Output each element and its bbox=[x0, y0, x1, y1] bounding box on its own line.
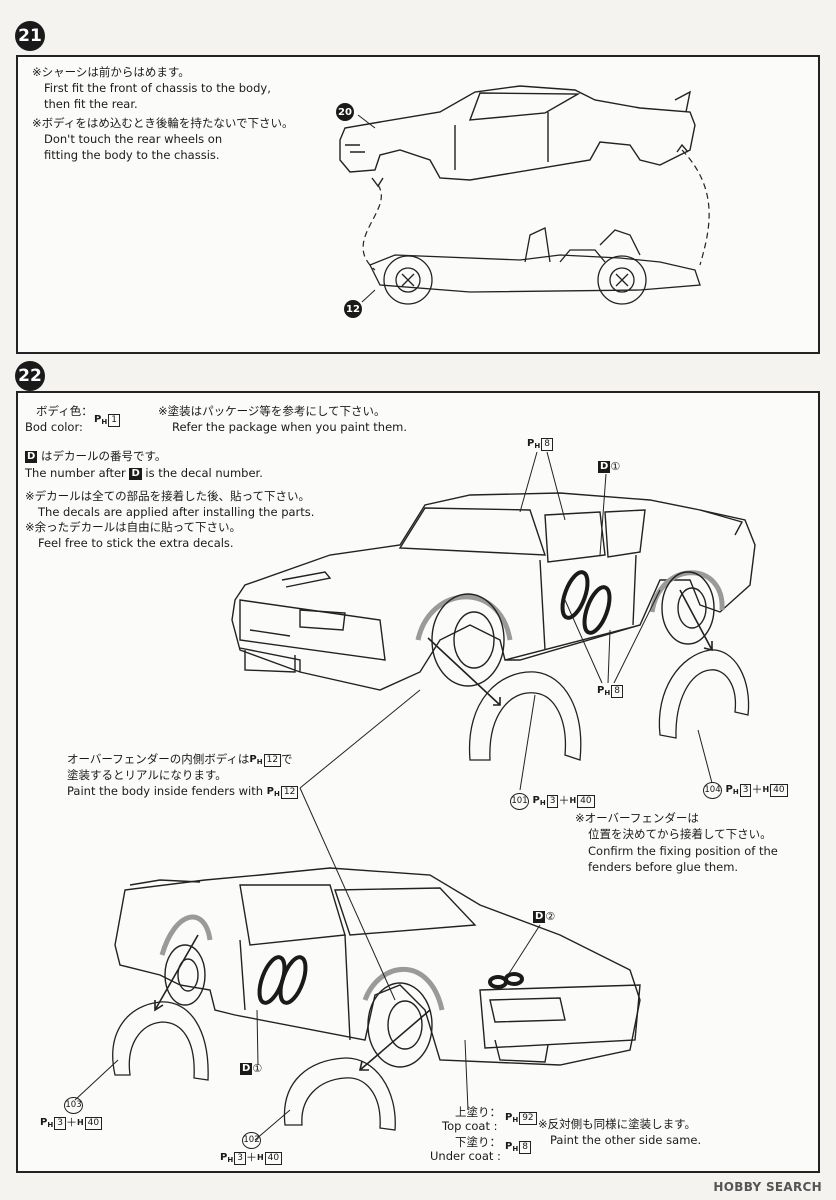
fender-fix-en2: fenders before glue them. bbox=[588, 860, 739, 874]
chassis-outline bbox=[369, 254, 701, 293]
apply-note-en: The decals are applied after installing … bbox=[38, 505, 315, 519]
fender-104 bbox=[658, 649, 750, 739]
rear-wheel bbox=[597, 255, 647, 305]
part-20-callout: 20 bbox=[336, 103, 354, 121]
step21-note1-jp: ※シャーシは前からはめます。 bbox=[32, 65, 190, 79]
body-color-jp: ボディ色： bbox=[36, 404, 93, 418]
decal-note-en: The number after D is the decal number. bbox=[25, 466, 263, 480]
paint-note-en: Refer the package when you paint them. bbox=[172, 420, 408, 434]
top-coat-jp: 上塗り： bbox=[455, 1105, 501, 1119]
lower-car-body bbox=[114, 867, 641, 1066]
other-side-en: Paint the other side same. bbox=[550, 1133, 702, 1147]
step21-note2-en1: Don't touch the rear wheels on bbox=[44, 132, 223, 146]
fender-fix-jp1: ※オーバーフェンダーは bbox=[575, 811, 699, 825]
decal-note-jp: D はデカールの番号です。 bbox=[25, 449, 167, 463]
step-21-badge: 21 bbox=[15, 21, 45, 51]
fender-fix-jp2: 位置を決めてから接着して下さい。 bbox=[588, 827, 772, 841]
step-22-panel bbox=[16, 391, 820, 1173]
front-wheel bbox=[383, 255, 433, 305]
car-body-profile bbox=[339, 85, 696, 181]
apply-note-jp: ※デカールは全ての部品を接着した後、貼って下さい。 bbox=[25, 489, 311, 503]
under-coat-en: Under coat : bbox=[430, 1149, 501, 1163]
step-number: 22 bbox=[18, 366, 42, 386]
step-number: 21 bbox=[18, 26, 42, 46]
top-coat-en: Top coat : bbox=[442, 1119, 498, 1133]
under-coat-jp: 下塗り： bbox=[455, 1135, 501, 1149]
extra-note-en: Feel free to stick the extra decals. bbox=[38, 536, 234, 550]
body-color-en: Bod color: bbox=[25, 420, 83, 434]
fender-101 bbox=[468, 671, 582, 761]
upper-car-body bbox=[231, 492, 756, 691]
step-21-panel bbox=[16, 55, 820, 354]
step21-note1-en2: then fit the rear. bbox=[44, 97, 138, 111]
fender-fix-en1: Confirm the fixing position of the bbox=[588, 844, 778, 858]
paint-note-jp: ※塗装はパッケージ等を参考にして下さい。 bbox=[158, 404, 386, 418]
watermark: HOBBY SEARCH bbox=[713, 1180, 822, 1194]
other-side-jp: ※反対側も同様に塗装します。 bbox=[538, 1117, 696, 1131]
extra-note-jp: ※余ったデカールは自由に貼って下さい。 bbox=[25, 520, 242, 534]
step21-note2-jp: ※ボディをはめ込むとき後輪を持たないで下さい。 bbox=[32, 116, 294, 130]
step21-note2-en2: fitting the body to the chassis. bbox=[44, 148, 220, 162]
step21-note1-en1: First fit the front of chassis to the bo… bbox=[44, 81, 271, 95]
fender-inside-jp2: 塗装するとリアルになります。 bbox=[67, 768, 227, 782]
fender-103 bbox=[112, 1001, 209, 1081]
part-12-callout: 12 bbox=[344, 300, 362, 318]
fender-102 bbox=[283, 1057, 396, 1131]
step-22-badge: 22 bbox=[15, 361, 45, 391]
